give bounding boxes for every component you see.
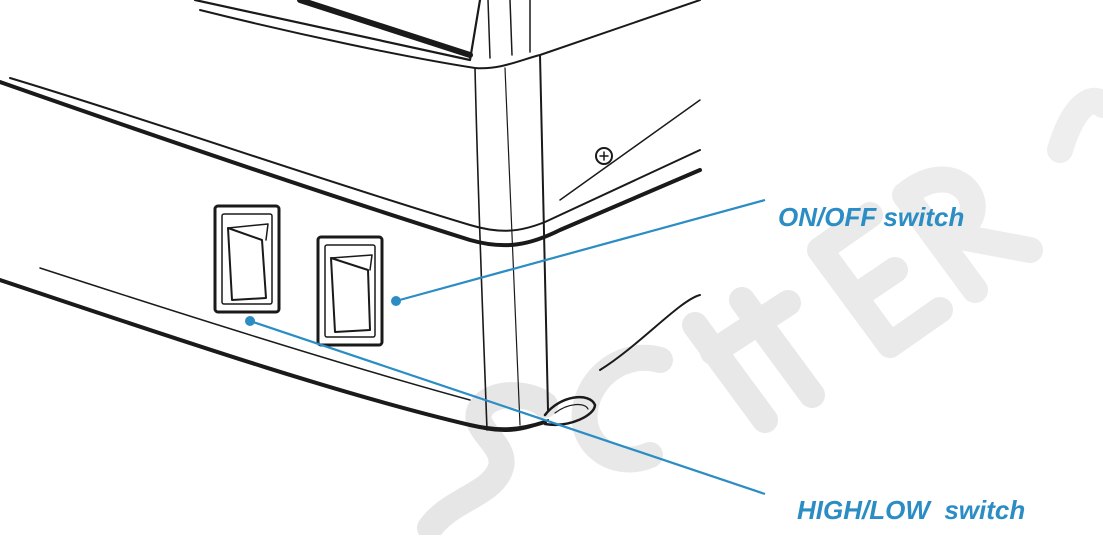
on-off-leader-dot <box>391 296 401 306</box>
on-off-switch-bezel <box>316 235 384 347</box>
callouts <box>249 198 766 496</box>
upper-band-top <box>9 77 701 232</box>
right-side-top <box>559 99 701 201</box>
device-outline <box>0 0 702 433</box>
on-off-switch-label: ON/OFF switch <box>778 202 965 232</box>
on-off-leader <box>395 198 766 303</box>
watermark <box>417 87 1103 540</box>
on-off-switch-inner <box>324 244 376 338</box>
foot <box>543 395 597 426</box>
high-low-switch-label: HIGH/LOW switch <box>797 495 1026 525</box>
corner-left <box>474 67 488 431</box>
screw-outer <box>595 147 613 165</box>
upper-band-thick <box>0 80 702 248</box>
body-top-edge <box>199 0 701 70</box>
high-low-leader-dot <box>245 316 255 326</box>
top-block-side <box>487 0 491 59</box>
corner-mid <box>504 67 521 426</box>
lower-body-bottom <box>0 278 547 432</box>
on-off-switch-rocker <box>330 257 371 333</box>
corner-right <box>539 54 549 411</box>
high-low-switch-bezel <box>213 204 281 314</box>
foot-inner <box>554 403 589 414</box>
watermark-letter <box>892 166 1043 303</box>
high-low-switch-rocker-edge <box>227 223 269 241</box>
right-side-lower <box>599 294 701 371</box>
watermark-letter <box>417 382 558 540</box>
callout-dots <box>245 296 401 326</box>
top-block <box>193 0 482 62</box>
high-low-switch-inner <box>221 213 273 305</box>
top-block-edge <box>509 0 531 56</box>
watermark-letter <box>571 344 673 473</box>
screw-slot <box>599 151 609 161</box>
bottom-inner <box>469 419 549 433</box>
on-off-switch-rocker-edge <box>330 254 373 271</box>
watermark-letter <box>807 202 953 358</box>
watermark-letter <box>682 287 825 433</box>
lower-body-top <box>39 267 471 401</box>
high-low-leader <box>249 319 766 496</box>
high-low-switch-rocker <box>227 227 267 301</box>
top-block-front <box>297 0 473 58</box>
watermark-letter <box>1047 87 1103 163</box>
